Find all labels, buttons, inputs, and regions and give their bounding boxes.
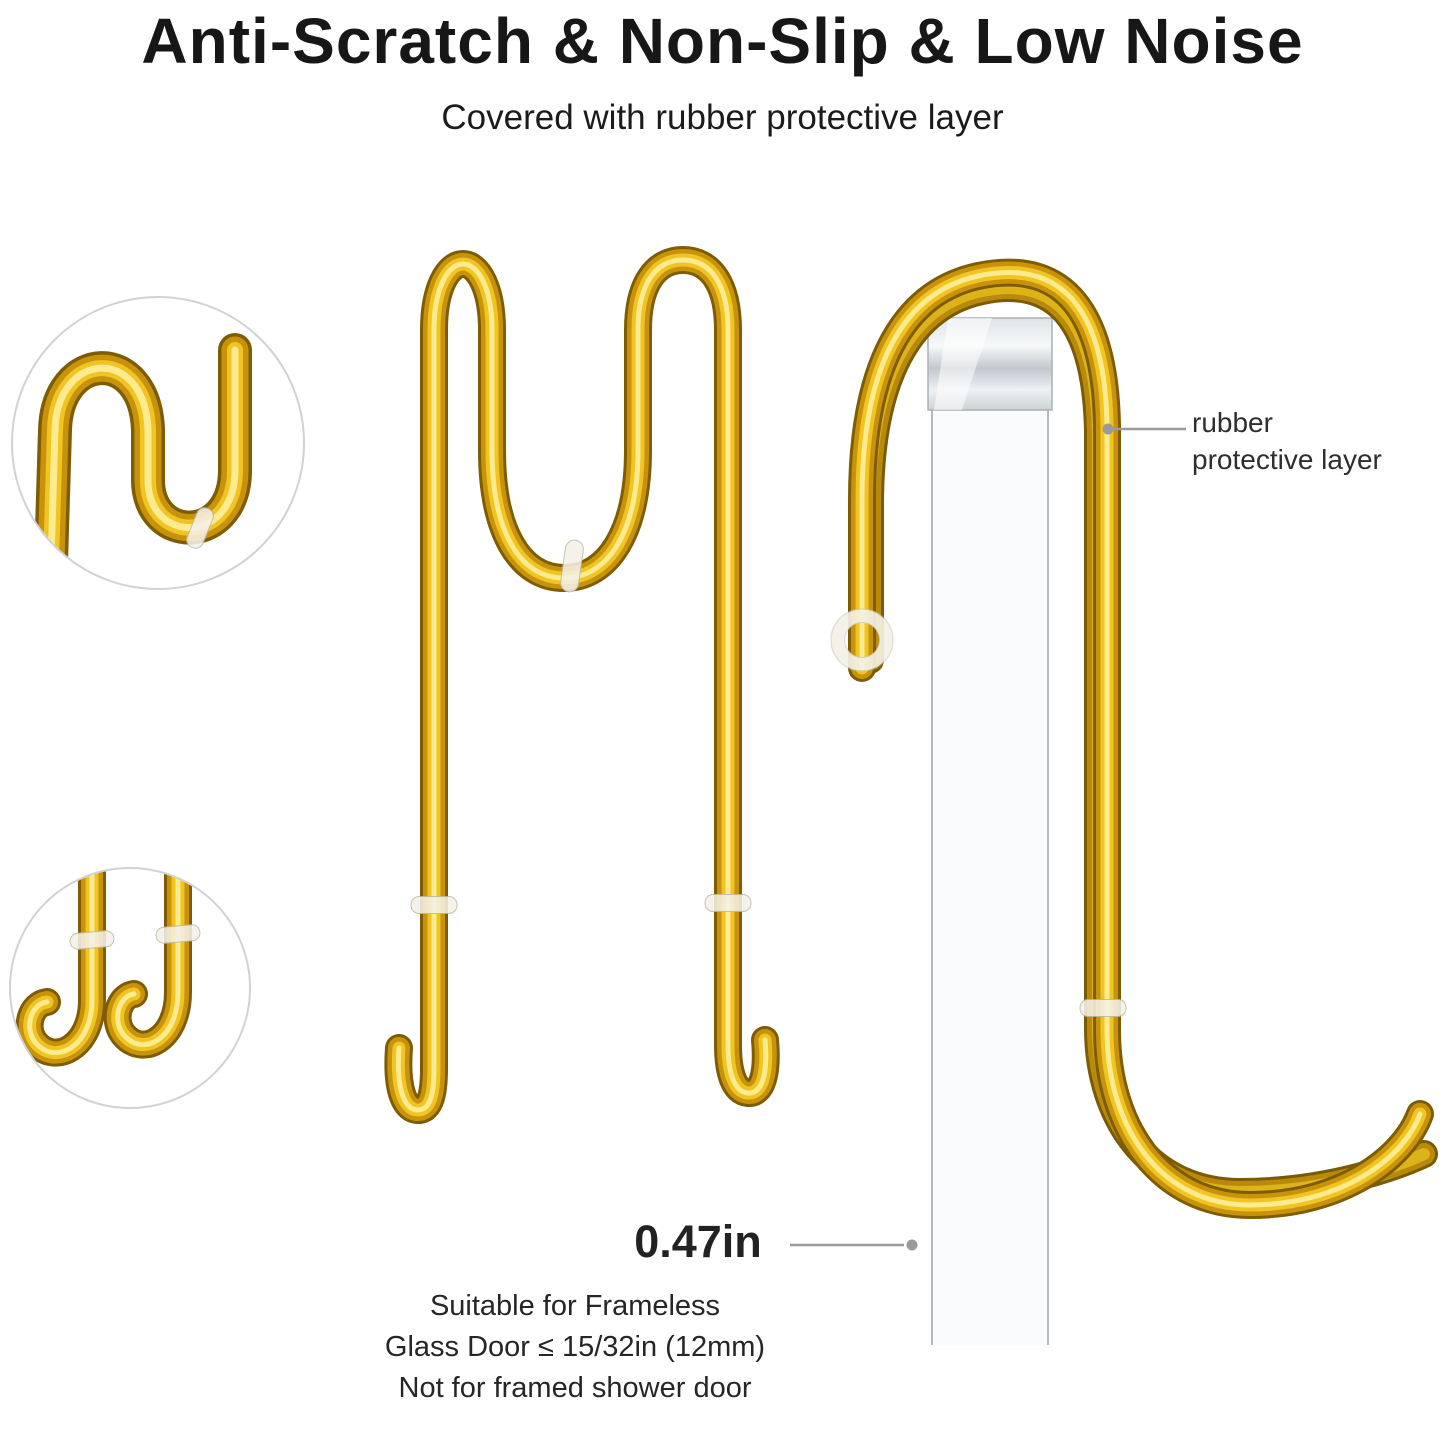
inset-bottom-border <box>9 867 251 1109</box>
note-line3: Not for framed shower door <box>398 1372 752 1404</box>
glass-clamp <box>927 317 1053 411</box>
detail-inset-top <box>11 296 305 590</box>
rubber-layer-leader <box>1102 423 1186 435</box>
dimension-dot <box>906 1239 918 1251</box>
rubber-callout-line1: rubber <box>1192 407 1273 438</box>
rubber-ring-front-left-leg <box>410 896 458 914</box>
rubber-ring-side-front <box>1079 999 1127 1017</box>
glass-door-panel <box>931 408 1049 1345</box>
rubber-ring-inset-top <box>186 507 214 549</box>
rubber-ring-side-rear <box>830 608 894 672</box>
suitability-note: Suitable for Frameless Glass Door ≤ 15/3… <box>320 1286 830 1409</box>
clamp-highlight <box>934 318 992 410</box>
leader-dot <box>1102 423 1114 435</box>
detail-inset-bottom <box>9 867 251 1109</box>
rubber-ring-inset-bottom-right <box>155 924 201 944</box>
glass-body <box>934 408 1046 1345</box>
rubber-ring-front-dip <box>560 539 584 593</box>
dimension-label: 0.47in <box>634 1216 762 1267</box>
rubber-callout-line2: protective layer <box>1192 444 1382 475</box>
rubber-ring-inset-bottom-left <box>69 930 115 950</box>
rubber-layer-callout: rubber protective layer <box>1192 404 1382 478</box>
front-hook-graphic <box>398 260 765 1110</box>
inset-top-border <box>11 296 305 590</box>
note-line1: Suitable for Frameless <box>429 1290 721 1322</box>
page-title: Anti-Scratch & Non-Slip & Low Noise <box>141 5 1304 77</box>
note-line2: Glass Door ≤ 15/32in (12mm) <box>384 1331 766 1363</box>
dimension-annotation <box>790 1239 918 1251</box>
page-subtitle: Covered with rubber protective layer <box>441 98 1004 137</box>
rubber-ring-front-right-leg <box>704 894 752 912</box>
